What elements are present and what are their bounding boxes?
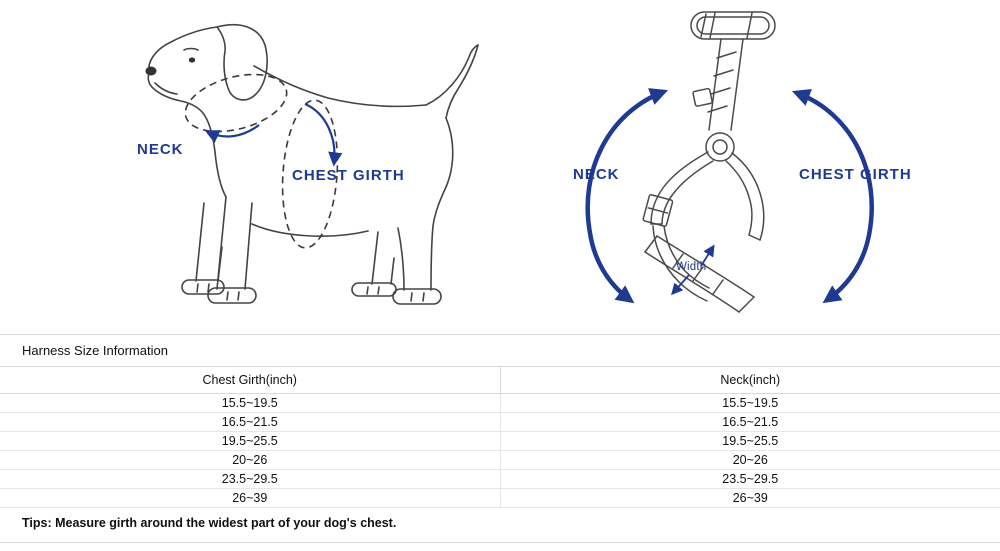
dog-chest-arrow (304, 102, 343, 167)
dog-neck-arrow (204, 124, 260, 144)
chest-girth-value: 20~26 (0, 451, 501, 469)
chest-girth-value: 23.5~29.5 (0, 470, 501, 488)
column-header-neck: Neck(inch) (720, 373, 781, 387)
harness-outline-drawing (642, 11, 776, 313)
table-row: 26~39 26~39 (0, 489, 1000, 508)
neck-value: 20~26 (732, 453, 768, 467)
dog-arrows (204, 102, 343, 167)
dog-outline-drawing (145, 23, 479, 305)
harness-wide-strap (656, 235, 755, 298)
dog-tail (425, 44, 479, 106)
table-row: 23.5~29.5 23.5~29.5 (0, 470, 1000, 489)
dog-eye (188, 57, 196, 63)
table-header-row: Chest Girth(inch) Neck(inch) (0, 367, 1000, 394)
dog-measure-ellipses (184, 73, 339, 249)
dog-neck-dashed-ellipse (184, 73, 288, 133)
table-row: 16.5~21.5 16.5~21.5 (0, 413, 1000, 432)
harness-size-table: Harness Size Information Chest Girth(inc… (0, 334, 1000, 543)
neck-value: 26~39 (732, 491, 768, 505)
chest-girth-value: 15.5~19.5 (0, 394, 501, 412)
dog-nose (145, 66, 157, 76)
neck-value: 16.5~21.5 (722, 415, 779, 429)
column-header-chest-girth: Chest Girth(inch) (0, 367, 501, 393)
harness-slider (692, 87, 713, 107)
width-arrows (671, 244, 715, 296)
measurement-illustrations: NECK CHEST GIRTH NECK CHEST GIRTH Width (137, 11, 912, 313)
harness-ring (705, 132, 735, 162)
table-row: 20~26 20~26 (0, 451, 1000, 470)
neck-value: 23.5~29.5 (722, 472, 779, 486)
illustrations-svg (145, 11, 874, 313)
dog-chest-girth-label: CHEST GIRTH (292, 167, 405, 184)
dog-ear (216, 23, 268, 101)
harness-neck-label: NECK (573, 166, 620, 183)
chest-girth-value: 19.5~25.5 (0, 432, 501, 450)
harness-width-label: Width (676, 261, 707, 273)
harness-arrows (585, 88, 874, 304)
chest-girth-value: 16.5~21.5 (0, 413, 501, 431)
harness-handle (690, 11, 776, 40)
dog-chest-dashed-ellipse (281, 99, 339, 249)
harness-buckle (642, 194, 674, 227)
neck-value: 15.5~19.5 (722, 396, 779, 410)
harness-chest-arrow (791, 89, 874, 304)
table-row: 19.5~25.5 19.5~25.5 (0, 432, 1000, 451)
tips-text: Tips: Measure girth around the widest pa… (22, 516, 397, 530)
table-title: Harness Size Information (0, 335, 1000, 367)
neck-value: 19.5~25.5 (722, 434, 779, 448)
chest-girth-value: 26~39 (0, 489, 501, 507)
harness-chest-girth-label: CHEST GIRTH (799, 166, 912, 183)
dog-neck-label: NECK (137, 141, 184, 158)
harness-neck-arrow (585, 88, 669, 304)
table-row: 15.5~19.5 15.5~19.5 (0, 394, 1000, 413)
